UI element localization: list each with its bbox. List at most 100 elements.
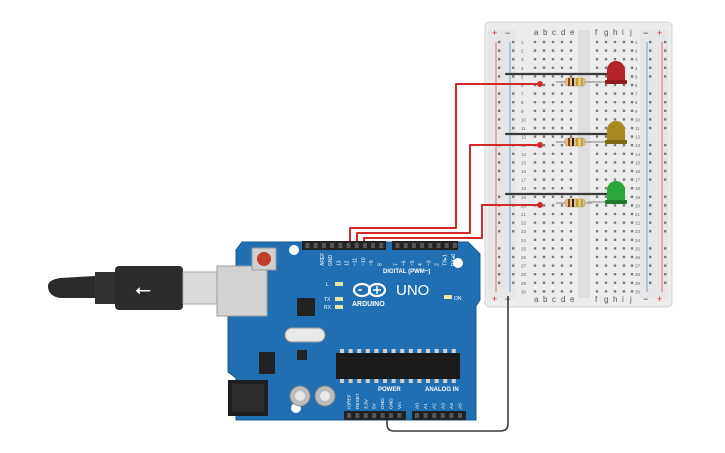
digital-pin-label: ~6 bbox=[402, 260, 408, 266]
row-number: 10 bbox=[521, 117, 527, 122]
digital-label: DIGITAL (PWM~) bbox=[383, 269, 430, 275]
uno-label: UNO bbox=[396, 282, 429, 299]
digital-pin-label: RX◂0 bbox=[451, 254, 457, 266]
row-number: 8 bbox=[521, 100, 524, 105]
row-number: 12 bbox=[521, 135, 527, 140]
led-circuit-red bbox=[504, 61, 627, 87]
power-pin-label: 5V bbox=[372, 402, 378, 409]
row-number: 4 bbox=[521, 66, 524, 71]
col-letter-h-bottom: h bbox=[613, 295, 617, 304]
power-pin-label: GND bbox=[380, 398, 386, 409]
analog-header bbox=[412, 411, 466, 420]
analog-pin-label: A0 bbox=[415, 403, 421, 409]
row-number: 29 bbox=[635, 281, 641, 286]
wire-gnd-to-breadboard bbox=[386, 296, 509, 432]
analog-pin-label: A1 bbox=[423, 403, 429, 409]
col-letter-e-top: e bbox=[570, 28, 575, 37]
arduino-logo bbox=[352, 282, 387, 298]
row-number: 1 bbox=[635, 40, 638, 45]
power-label: POWER bbox=[378, 387, 401, 393]
rail-plus-top-right: + bbox=[657, 28, 662, 38]
wire-pin10-to-green-led bbox=[363, 204, 540, 243]
col-letter-b-bottom: b bbox=[543, 295, 548, 304]
row-number: 14 bbox=[635, 152, 641, 157]
digital-pin-label: ~5 bbox=[410, 260, 416, 266]
wire-pin11-to-yellow-led bbox=[356, 144, 540, 243]
digital-pin-label: 7 bbox=[394, 263, 400, 266]
power-pin-label: IOREF bbox=[347, 394, 353, 409]
row-number: 26 bbox=[521, 255, 527, 260]
row-number: 18 bbox=[521, 186, 527, 191]
rail-minus-bottom-right: − bbox=[643, 294, 648, 304]
rail-plus-top-left: + bbox=[492, 28, 497, 38]
digital-pin-label: ~11 bbox=[353, 258, 359, 266]
row-number: 11 bbox=[635, 126, 640, 131]
power-pin-label: Vin bbox=[397, 402, 403, 409]
digital-pin-label: AREF bbox=[320, 253, 326, 266]
row-number: 10 bbox=[635, 117, 641, 122]
led-label-tx: TX bbox=[324, 297, 331, 303]
row-number: 22 bbox=[521, 221, 527, 226]
row-number: 19 bbox=[521, 195, 527, 200]
usb-port bbox=[216, 265, 268, 317]
column-letters-bottom: a b c d e f g h i j bbox=[534, 295, 632, 304]
col-letter-i-bottom: i bbox=[622, 295, 624, 304]
rail-plus-bottom-right: + bbox=[657, 294, 662, 304]
row-number: 15 bbox=[635, 160, 641, 165]
row-number: 16 bbox=[521, 169, 527, 174]
col-letter-d-bottom: d bbox=[561, 295, 565, 304]
row-number: 3 bbox=[521, 57, 524, 62]
digital-pin-label: ~3 bbox=[426, 260, 432, 266]
row-number: 14 bbox=[521, 152, 527, 157]
col-letter-c-bottom: c bbox=[552, 295, 556, 304]
rail-plus-bottom-left: + bbox=[492, 294, 497, 304]
row-number: 30 bbox=[635, 289, 641, 294]
col-letter-b-top: b bbox=[543, 28, 548, 37]
digital-pin-label: 13 bbox=[336, 260, 342, 266]
digital-pin-label: 2 bbox=[435, 263, 441, 266]
right-power-rail bbox=[640, 30, 668, 298]
row-number: 28 bbox=[521, 272, 527, 277]
row-number: 11 bbox=[521, 126, 526, 131]
row-number: 25 bbox=[521, 246, 527, 251]
row-number: 8 bbox=[635, 100, 638, 105]
on-label: ON bbox=[454, 296, 462, 302]
row-number: 2 bbox=[635, 49, 638, 54]
led-circuit-green bbox=[504, 181, 627, 208]
power-pin-label: GND bbox=[389, 398, 395, 409]
left-power-rail bbox=[488, 30, 516, 298]
signal-wires bbox=[349, 81, 543, 243]
rail-minus-top-right: − bbox=[643, 28, 648, 38]
col-letter-d-top: d bbox=[561, 28, 565, 37]
analog-pin-label: A4 bbox=[449, 403, 455, 409]
row-number: 6 bbox=[635, 83, 638, 88]
row-number: 9 bbox=[521, 109, 524, 114]
row-number: 22 bbox=[635, 221, 641, 226]
analog-pin-label: A5 bbox=[458, 403, 464, 409]
led-red bbox=[605, 61, 627, 84]
row-number: 9 bbox=[635, 109, 638, 114]
crystal-oscillator bbox=[284, 327, 326, 343]
row-number: 7 bbox=[521, 92, 524, 97]
row-number: 23 bbox=[635, 229, 641, 234]
power-pin-label: 3.3V bbox=[363, 398, 369, 409]
row-number: 4 bbox=[635, 66, 638, 71]
col-letter-h-top: h bbox=[613, 28, 617, 37]
digital-header-left bbox=[302, 241, 386, 250]
col-letter-e-bottom: e bbox=[570, 295, 575, 304]
col-letter-j-bottom: j bbox=[629, 295, 632, 304]
row-number: 12 bbox=[635, 135, 641, 140]
led-yellow bbox=[605, 121, 627, 144]
usb-cable: ⭠ bbox=[48, 266, 218, 310]
digital-pin-label: ~9 bbox=[369, 260, 375, 266]
row-number: 17 bbox=[635, 178, 641, 183]
row-number: 24 bbox=[635, 238, 641, 243]
resistor-1 bbox=[556, 77, 592, 87]
wire-pin12-to-red-led bbox=[349, 83, 540, 243]
digital-pin-label: TX▸1 bbox=[443, 254, 449, 266]
row-number: 24 bbox=[521, 238, 527, 243]
row-number: 18 bbox=[635, 186, 641, 191]
col-letter-i-top: i bbox=[622, 28, 624, 37]
resistor-2 bbox=[556, 137, 592, 147]
